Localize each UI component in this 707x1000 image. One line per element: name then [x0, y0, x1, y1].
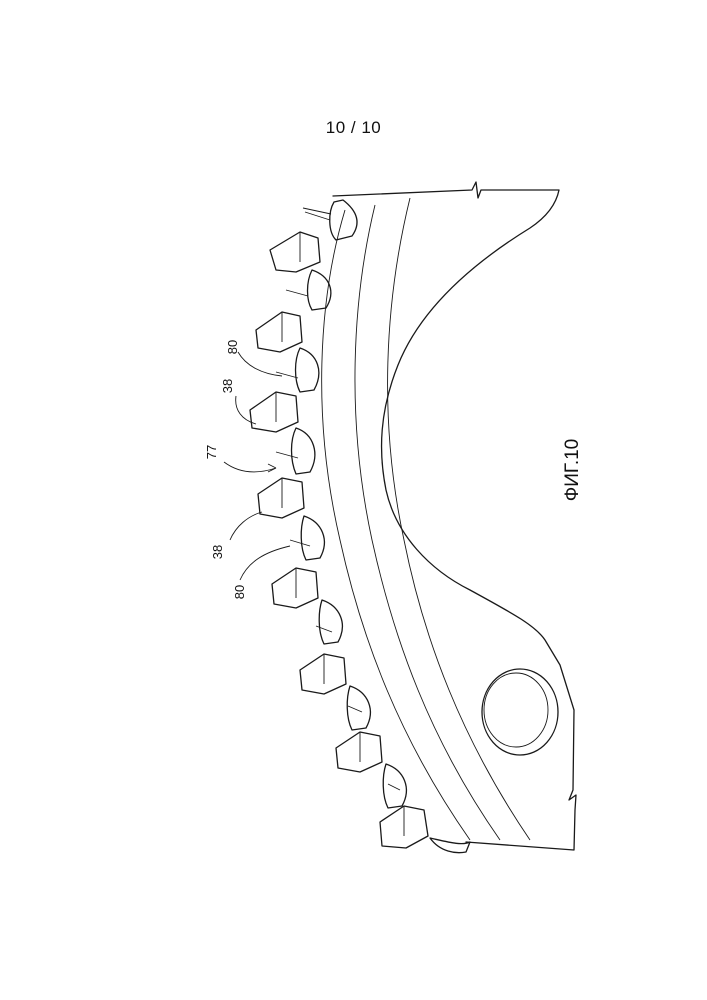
ref-77: 77 — [204, 445, 219, 459]
tooth-7 — [300, 654, 370, 730]
leader-80-bottom — [240, 546, 290, 580]
tooth-3 — [256, 312, 319, 392]
ref-80-bottom: 80 — [232, 585, 247, 599]
tooth-8 — [336, 732, 406, 808]
ref-38-bottom: 38 — [210, 545, 225, 559]
ref-38-top: 38 — [220, 379, 235, 393]
rim-line-outer — [322, 210, 470, 840]
leader-38-top — [236, 396, 256, 424]
tooth-1 — [303, 200, 357, 240]
leader-38-bottom — [230, 512, 262, 540]
tooth-5 — [258, 478, 324, 560]
rim-line-mid — [355, 205, 500, 840]
tooth-6 — [272, 568, 342, 644]
tooth-2 — [270, 232, 331, 310]
plate-outline — [333, 182, 576, 850]
figure-caption: ФИГ.10 — [562, 439, 583, 501]
leader-77 — [224, 462, 276, 472]
tooth-9 — [380, 806, 470, 853]
mounting-hole — [482, 669, 558, 755]
leader-80-top — [238, 352, 282, 376]
rim-line-inner — [388, 198, 530, 840]
tooth-4 — [250, 392, 315, 474]
ref-80-top: 80 — [225, 340, 240, 354]
